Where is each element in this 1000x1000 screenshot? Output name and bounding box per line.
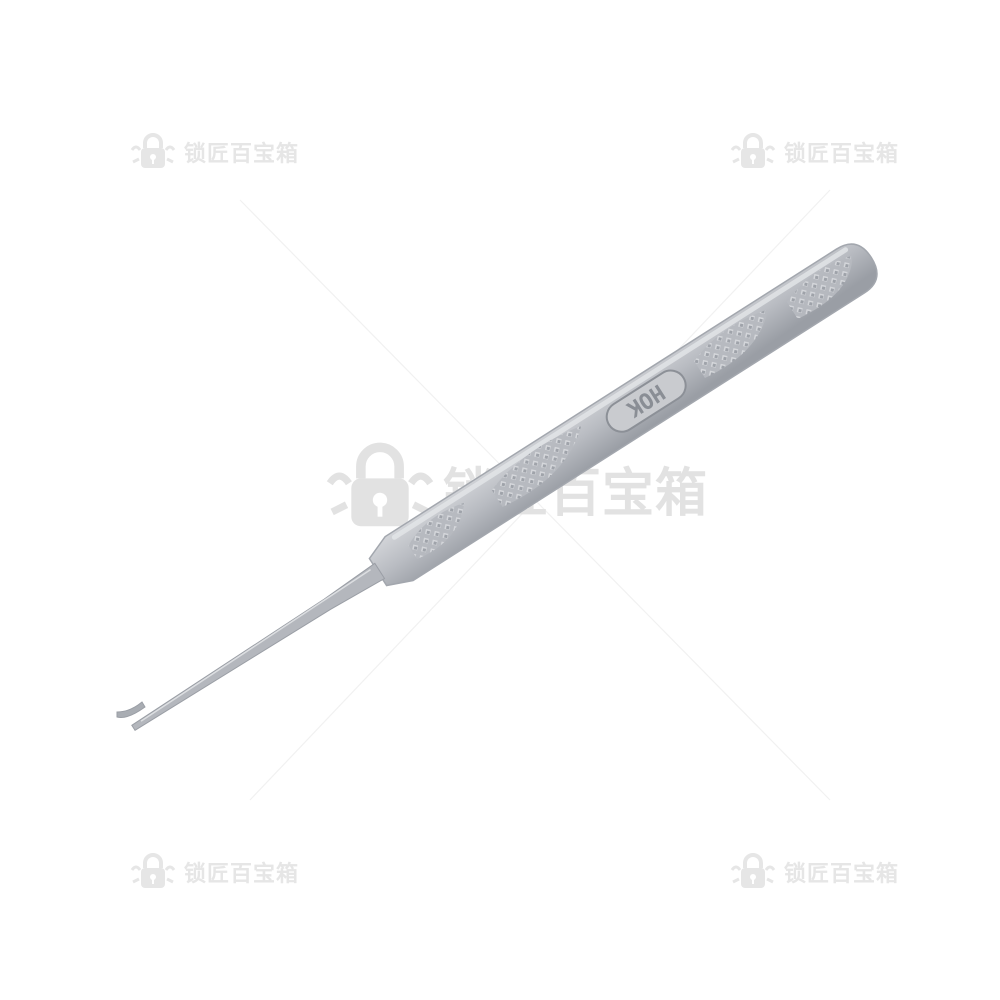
pick-hook-tip [116,701,146,718]
lock-pick-tool: HOK [131,243,878,732]
handle-grip-texture [408,255,853,559]
watermark-top-left: 锁匠百宝箱 [130,132,299,172]
watermark-bottom-left: 锁匠百宝箱 [130,852,299,892]
watermark-brand-text: 锁匠百宝箱 [784,142,900,167]
padlock-wrench-logo-icon [130,133,176,168]
padlock-wrench-logo-icon [130,853,176,888]
watermark-bottom-right: 锁匠百宝箱 [730,852,899,892]
watermark-brand-text: 锁匠百宝箱 [184,862,300,887]
padlock-wrench-logo-icon [730,133,776,168]
watermark-top-right: 锁匠百宝箱 [730,132,899,172]
padlock-wrench-logo-icon [326,442,434,527]
pick-shaft [131,562,386,732]
watermark-brand-text: 锁匠百宝箱 [784,862,900,887]
watermark-brand-text: 锁匠百宝箱 [184,142,300,167]
padlock-wrench-logo-icon [730,853,776,888]
